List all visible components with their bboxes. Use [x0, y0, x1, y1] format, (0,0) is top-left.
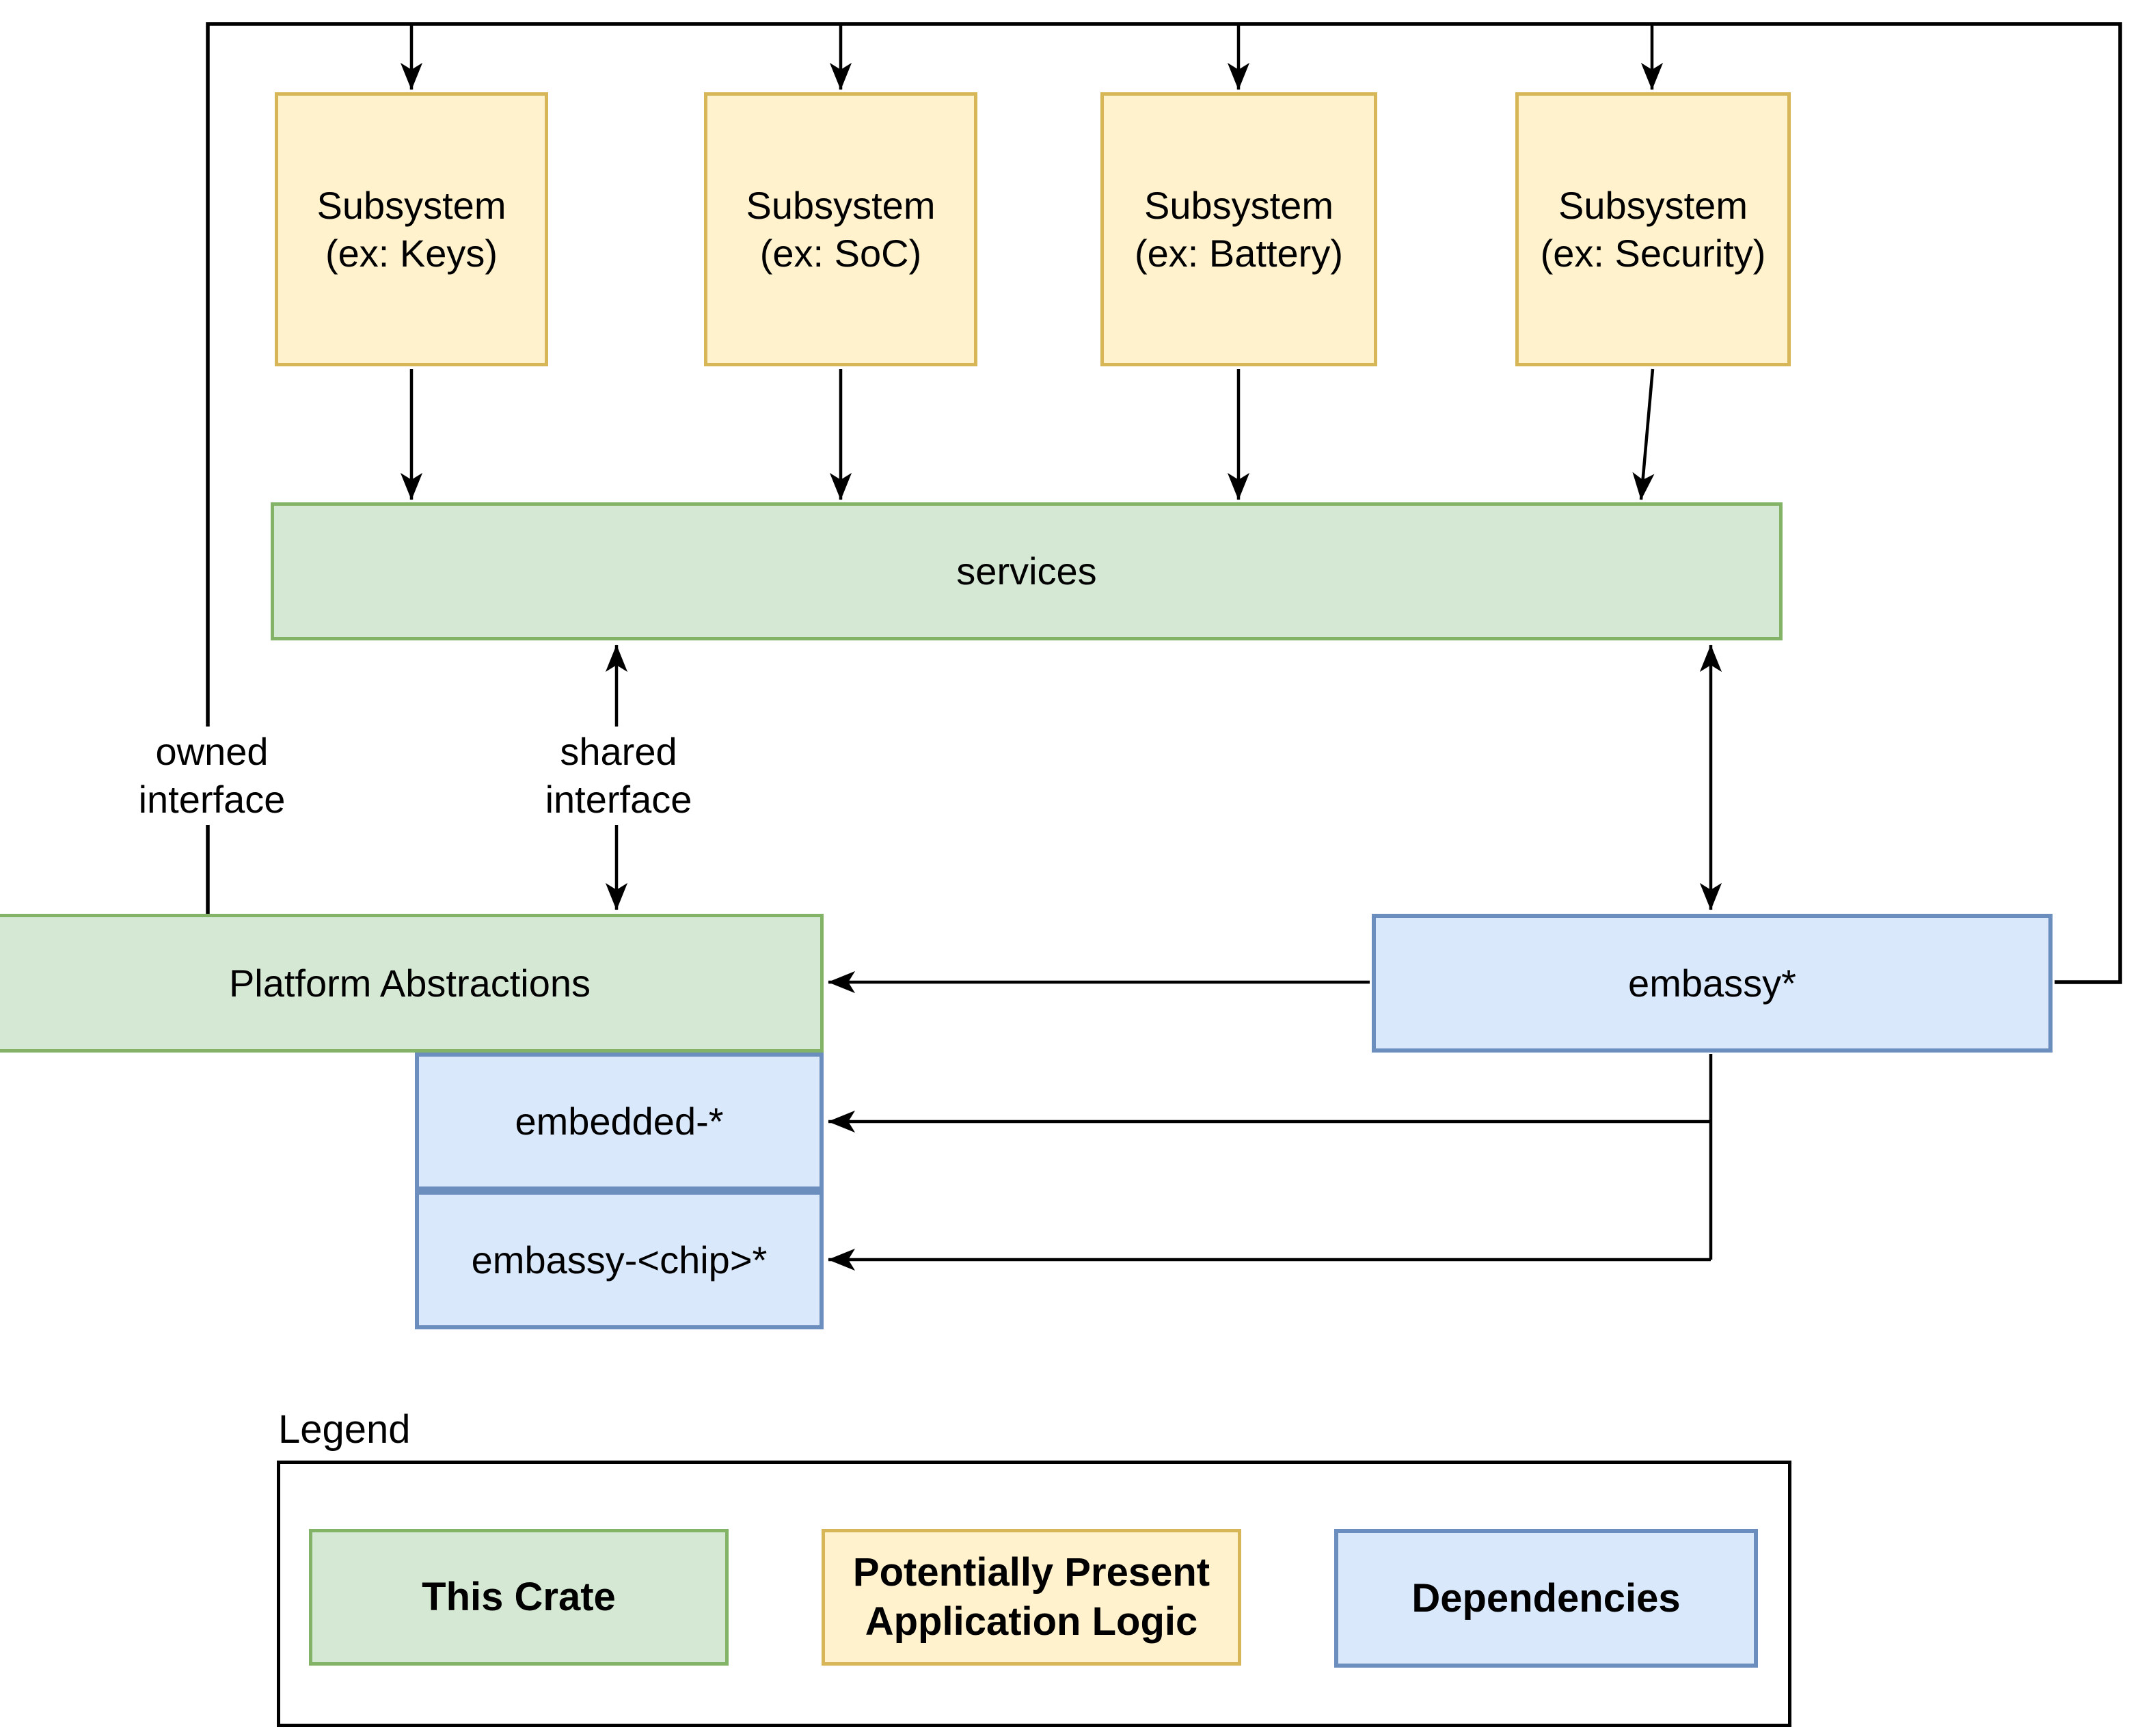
- services-label: services: [956, 550, 1097, 593]
- subsystem-soc-box: Subsystem (ex: SoC): [704, 92, 977, 366]
- embassy-box: embassy*: [1372, 914, 2053, 1053]
- arrow-subsystem-security-to-services: [1632, 368, 1655, 500]
- legend-application-logic-label: Potentially Present Application Logic: [852, 1550, 1210, 1644]
- legend-item-dependencies: Dependencies: [1334, 1529, 1758, 1668]
- embassy-chip-box: embassy-<chip>*: [415, 1191, 824, 1329]
- embedded-box: embedded-*: [415, 1053, 824, 1191]
- services-box: services: [271, 502, 1783, 640]
- subsystem-keys-box: Subsystem (ex: Keys): [275, 92, 548, 366]
- legend-frame: [277, 1461, 1791, 1727]
- legend-dependencies-label: Dependencies: [1411, 1575, 1681, 1620]
- subsystem-soc-label: Subsystem (ex: SoC): [746, 183, 936, 275]
- embassy-chip-label: embassy-<chip>*: [471, 1238, 768, 1281]
- platform-abstractions-label: Platform Abstractions: [228, 961, 591, 1005]
- subsystem-keys-label: Subsystem (ex: Keys): [316, 183, 506, 275]
- subsystem-battery-box: Subsystem (ex: Battery): [1100, 92, 1377, 366]
- subsystem-security-box: Subsystem (ex: Security): [1515, 92, 1791, 366]
- legend-this-crate-label: This Crate: [422, 1575, 616, 1619]
- legend-item-application-logic: Potentially Present Application Logic: [822, 1529, 1241, 1666]
- owned-interface-annotation: owned interface: [131, 727, 293, 825]
- legend-item-this-crate: This Crate: [309, 1529, 729, 1666]
- embassy-label: embassy*: [1628, 961, 1796, 1005]
- legend-title: Legend: [278, 1407, 411, 1452]
- platform-abstractions-box: Platform Abstractions: [0, 914, 824, 1053]
- shared-interface-annotation: shared interface: [538, 727, 699, 825]
- subsystem-security-label: Subsystem (ex: Security): [1540, 183, 1766, 275]
- embedded-label: embedded-*: [515, 1100, 724, 1143]
- subsystem-battery-label: Subsystem (ex: Battery): [1135, 183, 1343, 275]
